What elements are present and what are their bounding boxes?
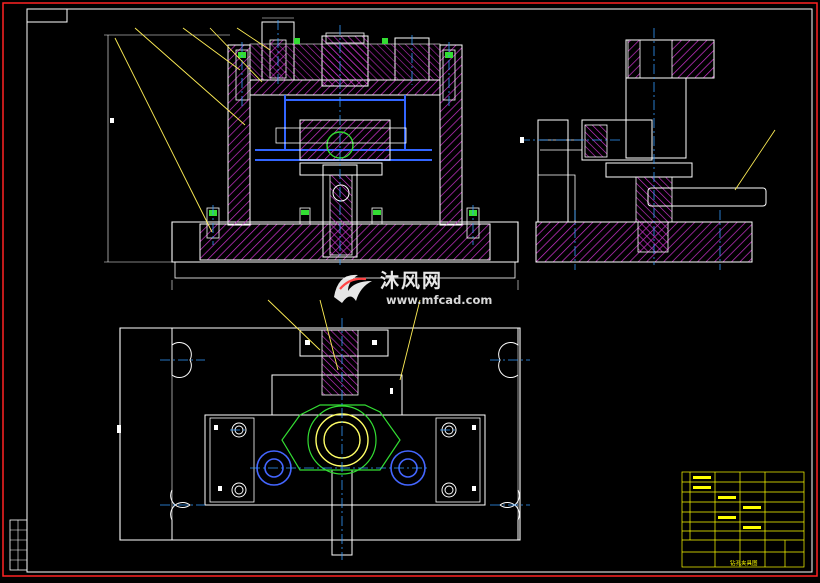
drawing-title: 钻孔夹具图: [730, 559, 758, 567]
site-url: www.mfcad.com: [386, 293, 493, 307]
front-section-view: [104, 17, 519, 290]
site-name-cn: 沐风网: [380, 270, 444, 292]
top-label-box: [26, 8, 68, 23]
site-watermark: 沐风网 www.mfcad.com: [330, 265, 500, 315]
side-view: [520, 28, 776, 270]
inner-frame: [26, 8, 813, 573]
plan-view: [117, 299, 530, 560]
mfcad-logo: [334, 274, 372, 303]
title-block-fill: [693, 476, 761, 529]
title-block: [681, 471, 805, 568]
binding-strip: [9, 519, 28, 571]
